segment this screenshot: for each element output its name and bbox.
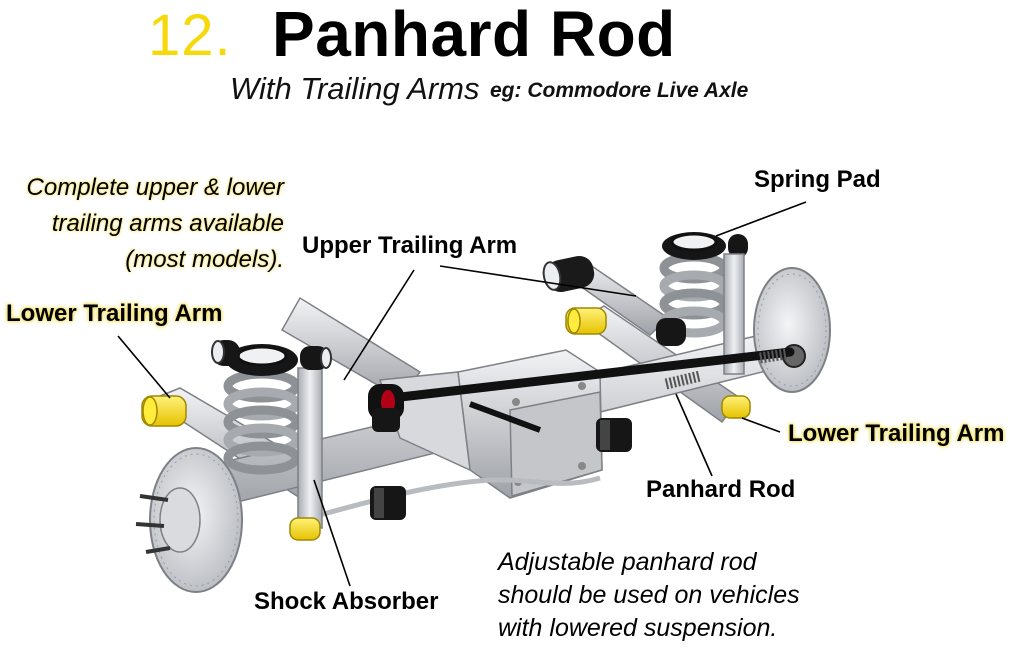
diagram-number: 12. [148,3,232,68]
yellow-bushing-left-front [141,395,187,427]
spring-pad-right [662,232,748,260]
note-bottom-line-3: with lowered suspension. [498,614,778,642]
upper-trailing-arm-left [280,296,422,399]
label-lower-trailing-arm-left: Lower Trailing Arm [6,300,223,327]
leader-line-spring-pad [715,201,807,237]
leader-line-shock-absorber [313,479,351,587]
leader-line-lower-trailing-arm-right [741,417,781,433]
note-left-line-1: Complete upper & lower [26,174,284,201]
brake-disc-right [753,267,831,393]
yellow-bushing-right-rear [721,395,751,419]
spring-pad-left [211,340,298,376]
note-left-line-3: (most models). [125,246,284,273]
label-spring-pad: Spring Pad [754,166,881,193]
axle-bushings [370,318,686,520]
shock-absorber-right [723,253,745,375]
label-upper-trailing-arm: Upper Trailing Arm [302,232,518,259]
note-left-line-2: trailing arms available [51,210,284,237]
yellow-bushing-right-front [565,307,607,335]
note-bottom: Adjustable panhard rod should be used on… [498,546,800,645]
leader-line-upper-trailing-arm-right [439,265,637,297]
label-panhard-rod: Panhard Rod [646,476,796,503]
label-lower-trailing-arm-right: Lower Trailing Arm [788,420,1005,447]
diagram-title: Panhard Rod [272,0,676,70]
yellow-bushing-left-rear [289,517,321,541]
note-left: Complete upper & lower trailing arms ava… [0,170,284,278]
note-bottom-line-1: Adjustable panhard rod [498,548,757,576]
label-shock-absorber: Shock Absorber [254,588,439,615]
note-bottom-line-2: should be used on vehicles [498,581,800,609]
leader-line-lower-trailing-arm-left [117,335,171,399]
leader-line-panhard-rod [675,393,713,477]
leader-line-upper-trailing-arm-left [343,269,415,381]
shock-absorber-left [297,346,332,529]
brake-disc-left [135,447,243,593]
diagram-subtitle-example: eg: Commodore Live Axle [490,79,749,102]
diagram-subtitle: With Trailing Arms [230,71,480,106]
